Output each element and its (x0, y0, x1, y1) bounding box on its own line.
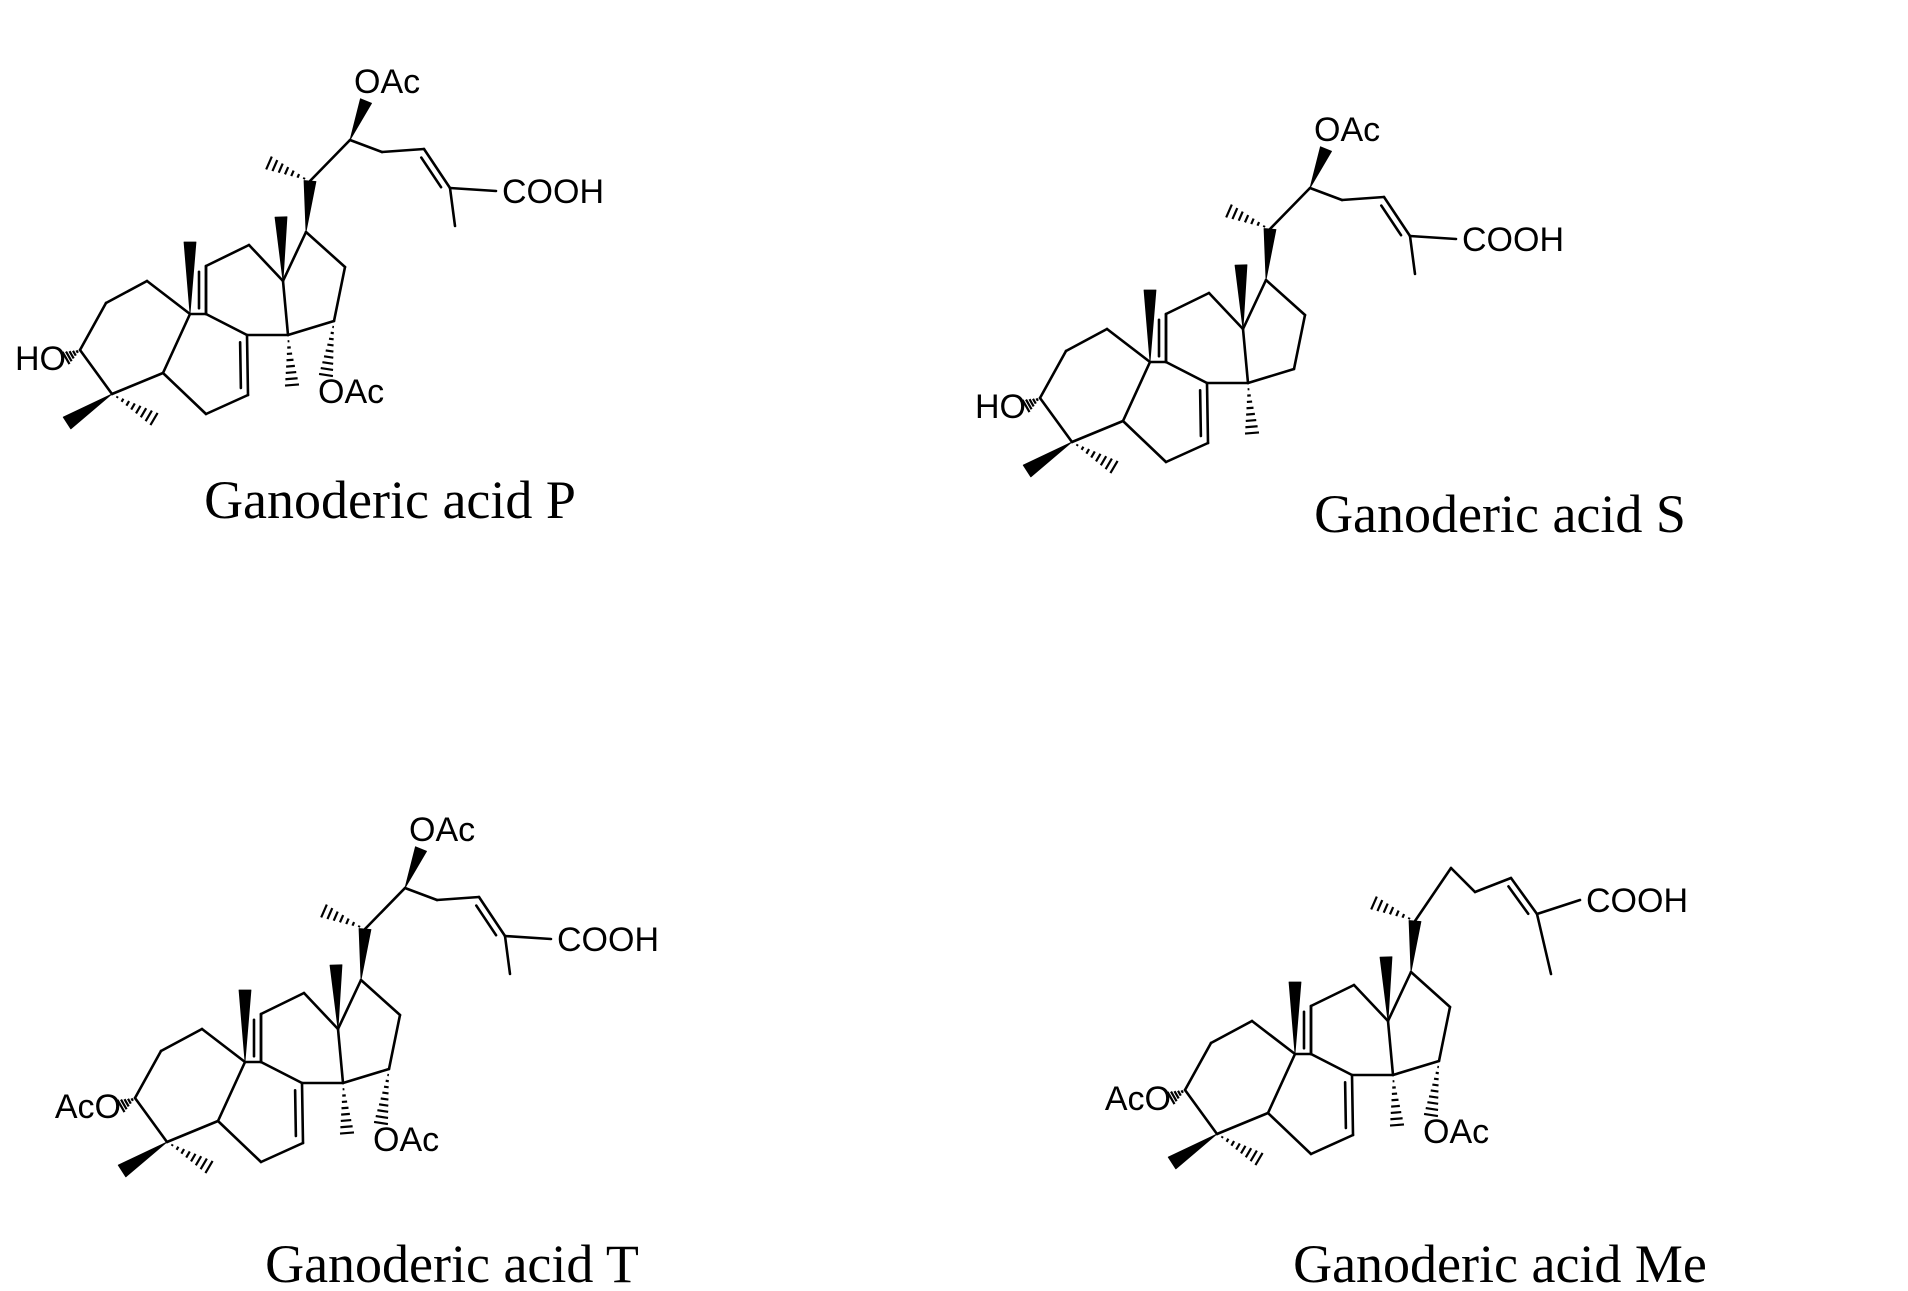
c3-substituent-label: HO (975, 388, 1026, 426)
c15-substituent-label: OAc (318, 373, 384, 411)
c24-substituent-label: OAc (409, 811, 475, 849)
c3-substituent-label: AcO (55, 1088, 121, 1126)
compound-name: Ganoderic acid S (1314, 484, 1686, 544)
c24-substituent-label: OAc (354, 63, 420, 101)
c3-substituent-label: AcO (1105, 1080, 1171, 1118)
compound-name: Ganoderic acid P (204, 470, 576, 530)
compound-name: Ganoderic acid Me (1293, 1234, 1707, 1291)
c15-substituent-label: OAc (373, 1121, 439, 1159)
c24-substituent-label: OAc (1314, 111, 1380, 149)
molecule-3: AcO OAc COOH (1105, 866, 1688, 1170)
carboxylic-acid-label: COOH (502, 173, 604, 211)
carboxylic-acid-label: COOH (557, 921, 659, 959)
carboxylic-acid-label: COOH (1586, 882, 1688, 920)
c3-substituent-label: HO (15, 340, 66, 378)
compound-name: Ganoderic acid T (265, 1234, 639, 1291)
c15-substituent-label: OAc (1423, 1113, 1489, 1151)
carboxylic-acid-label: COOH (1462, 221, 1564, 259)
